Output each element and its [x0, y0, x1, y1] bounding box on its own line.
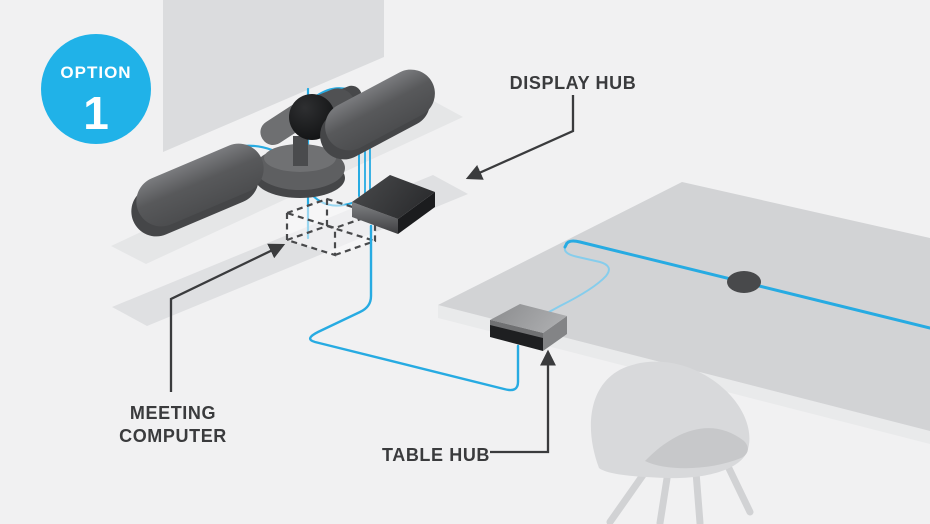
chair-seat-shade: [645, 428, 748, 469]
right-speaker-body: [325, 69, 435, 151]
table-hub-device: [490, 304, 567, 351]
option-badge: OPTION 1: [41, 34, 151, 144]
meeting-computer-front: [285, 213, 377, 257]
table-hub-front-strip: [490, 320, 543, 338]
table-hub-arrow: [490, 349, 557, 454]
option-badge-circle: [41, 34, 151, 144]
meeting-computer-top: [283, 197, 379, 230]
display-hub-left-face: [352, 202, 398, 234]
display-hub-top-face: [352, 175, 435, 219]
table-surface: [438, 182, 930, 431]
left-speaker: [131, 143, 264, 237]
table-hub-label: TABLE HUB: [382, 445, 490, 465]
meeting-computer-arrow: [169, 243, 286, 392]
meeting-computer-label-line2: COMPUTER: [119, 426, 227, 446]
table-cable-group: [548, 239, 930, 330]
option-badge-text: OPTION: [60, 63, 131, 82]
option-badge-number: 1: [83, 87, 109, 139]
cable-displayhub-to-tablehub: [309, 224, 520, 392]
table-hub-right-face: [543, 316, 567, 351]
display-hub-front-face: [398, 192, 435, 234]
display-hub-arrow: [465, 95, 575, 180]
display-hub-label: DISPLAY HUB: [510, 73, 637, 93]
camera-neck: [293, 136, 308, 166]
cable-table-loop: [548, 246, 610, 313]
cable-table-main: [563, 239, 930, 330]
meeting-computer-label-line1: MEETING: [130, 403, 216, 423]
chair: [590, 361, 754, 524]
tv-display: [163, 0, 384, 152]
left-speaker-body: [136, 143, 264, 227]
table-mic-puck: [727, 271, 761, 293]
table-hub-top-face: [490, 304, 567, 333]
chair-legs: [606, 454, 754, 524]
meeting-computer-hidden-edges: [286, 199, 376, 243]
right-speaker: [320, 69, 435, 160]
display-hub-device: [352, 175, 435, 234]
